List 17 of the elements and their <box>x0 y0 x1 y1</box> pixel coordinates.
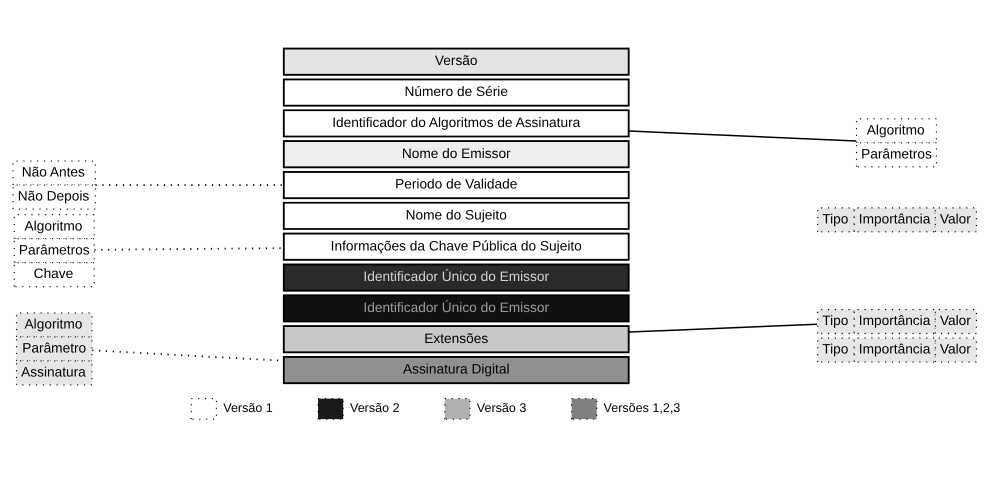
connector <box>628 323 818 333</box>
node-box: Versão <box>282 48 630 76</box>
connector <box>628 130 856 142</box>
node-box: Nome do Emissor <box>282 140 630 168</box>
node-box: Nome do Sujeito <box>282 202 630 230</box>
node-box: Identificador Único do Emissor <box>282 294 630 322</box>
node-box: Número de Série <box>282 78 630 107</box>
legend-label: Versão 1 <box>223 401 273 416</box>
node-box: Assinatura Digital <box>282 356 630 384</box>
node-box: Identificador do Algoritmos de Assinatura <box>282 109 630 138</box>
node-box: Periodo de Validade <box>282 171 630 200</box>
node-box: Informações da Chave Pública do Sujeito <box>282 232 630 261</box>
legend-label: Versão 2 <box>350 401 400 416</box>
node-box: Extensões <box>282 325 630 354</box>
legend-label: Versão 3 <box>476 401 526 416</box>
node-box: Identificador Único do Emissor <box>282 264 630 292</box>
legend-label: Versões 1,2,3 <box>604 401 680 416</box>
